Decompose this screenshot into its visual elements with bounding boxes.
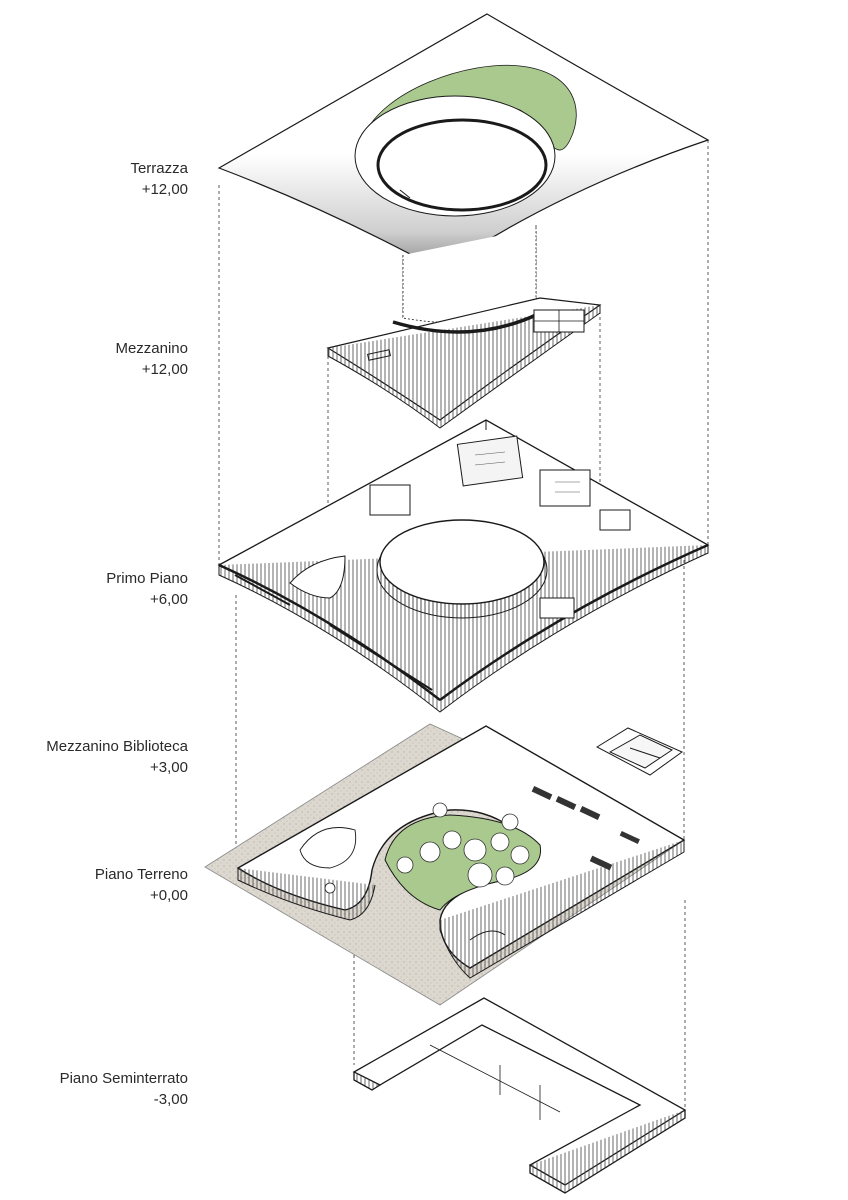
level-name: Primo Piano xyxy=(106,570,188,587)
terrace-courtyard-void xyxy=(376,118,548,212)
primo-piano-slab xyxy=(217,419,710,713)
level-label-primo-piano: Primo Piano +6,00 xyxy=(106,568,188,610)
level-label-mezzanino: Mezzanino +12,00 xyxy=(115,338,188,380)
level-label-terrazza: Terrazza +12,00 xyxy=(130,158,188,200)
level-name: Piano Seminterrato xyxy=(59,1070,188,1087)
level-name: Mezzanino xyxy=(115,340,188,357)
primo-piano-courtyard-void xyxy=(379,519,545,605)
level-elevation: +0,00 xyxy=(150,887,188,904)
piano-seminterrato-slab xyxy=(352,997,687,1194)
level-label-piano-terreno: Piano Terreno +0,00 xyxy=(95,864,188,906)
level-elevation: +12,00 xyxy=(141,181,188,198)
piano-terreno-slab xyxy=(204,723,686,1006)
level-elevation: +3,00 xyxy=(150,759,188,776)
level-elevation: +6,00 xyxy=(150,591,188,608)
mezzanino-slab xyxy=(326,228,602,429)
level-name: Terrazza xyxy=(130,160,188,177)
level-name: Mezzanino Biblioteca xyxy=(46,738,188,755)
terrazza-slab xyxy=(217,13,710,271)
level-elevation: -3,00 xyxy=(153,1091,188,1108)
level-name: Piano Terreno xyxy=(94,866,188,883)
level-label-piano-seminterrato: Piano Seminterrato -3,00 xyxy=(60,1068,188,1110)
level-elevation: +12,00 xyxy=(141,361,188,378)
garden-trees xyxy=(396,802,530,888)
level-label-mezzanino-biblioteca: Mezzanino Biblioteca +3,00 xyxy=(46,736,188,778)
mezzanino-biblioteca-element xyxy=(595,727,683,776)
